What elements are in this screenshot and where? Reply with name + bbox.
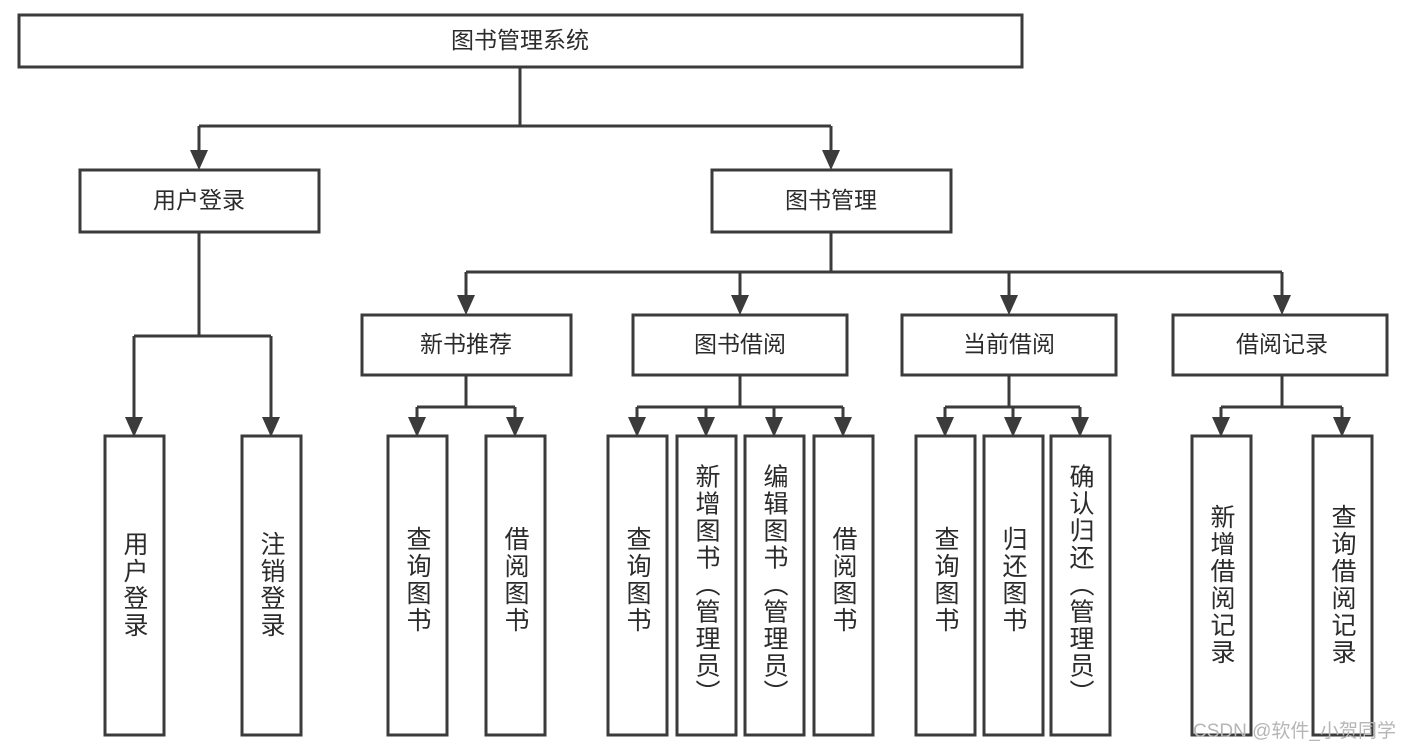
leaf-node-borrow-book-newbook[interactable]: 借阅图书 bbox=[484, 434, 547, 737]
node-root-system[interactable]: 图书管理系统 bbox=[17, 13, 1024, 69]
leaf-node-edit-book[interactable]: 编辑图书（管理员） bbox=[743, 434, 806, 737]
leaf-query-book-current-box bbox=[914, 434, 977, 737]
leaf-query-book-borrow-label: 查询图书 bbox=[623, 526, 652, 634]
leaf-confirm-return-box bbox=[1049, 434, 1112, 737]
node-borrow-record-box bbox=[1171, 313, 1389, 377]
leaf-query-book-newbook-label: 查询图书 bbox=[403, 526, 432, 634]
leaf-edit-book-label: 编辑图书（管理员） bbox=[760, 464, 789, 707]
node-current-borrow-box bbox=[900, 313, 1118, 377]
arrow-to-book-borrow bbox=[731, 295, 749, 315]
connectors-layer bbox=[125, 67, 1351, 437]
node-book-borrow-label: 图书借阅 bbox=[694, 331, 786, 357]
leaf-add-book-box bbox=[675, 434, 738, 737]
leaf-borrow-book-borrow-label: 借阅图书 bbox=[829, 526, 858, 634]
leaf-query-record-box bbox=[1311, 434, 1374, 737]
arrow-to-leaf-query-book-1 bbox=[408, 417, 426, 437]
node-book-management-box bbox=[710, 168, 953, 234]
node-borrow-record-label: 借阅记录 bbox=[1236, 331, 1328, 357]
arrow-to-leaf-add-book bbox=[697, 417, 715, 437]
leaf-query-book-current-label: 查询图书 bbox=[931, 526, 960, 634]
arrow-to-leaf-add-record bbox=[1212, 417, 1230, 437]
node-book-borrow-box bbox=[631, 313, 849, 377]
arrow-to-leaf-query-book-2 bbox=[628, 417, 646, 437]
arrow-to-leaf-logout bbox=[262, 417, 280, 437]
node-book-borrow[interactable]: 图书借阅 bbox=[631, 313, 849, 377]
node-new-book-recommend[interactable]: 新书推荐 bbox=[360, 313, 573, 377]
leaf-user-login-label: 用户登录 bbox=[120, 531, 149, 639]
node-current-borrow-label: 当前借阅 bbox=[963, 331, 1055, 357]
leaf-node-return-book[interactable]: 归还图书 bbox=[982, 434, 1045, 737]
node-borrow-record[interactable]: 借阅记录 bbox=[1171, 313, 1389, 377]
node-root-box bbox=[17, 13, 1024, 69]
leaf-confirm-return-label: 确认归还（管理员） bbox=[1066, 464, 1095, 707]
arrow-to-borrow-record bbox=[1273, 295, 1291, 315]
arrow-to-leaf-edit-book bbox=[765, 417, 783, 437]
csdn-watermark: CSDN @软件_小贺同学 bbox=[1193, 720, 1396, 742]
leaf-logout-label: 注销登录 bbox=[257, 531, 286, 639]
leaf-node-confirm-return[interactable]: 确认归还（管理员） bbox=[1049, 434, 1112, 737]
arrow-to-user-login bbox=[190, 150, 208, 170]
arrow-to-book-mgmt bbox=[822, 150, 840, 170]
leaf-query-record-label: 查询借阅记录 bbox=[1328, 504, 1357, 666]
leaf-return-book-box bbox=[982, 434, 1045, 737]
leaf-node-user-login[interactable]: 用户登录 bbox=[103, 434, 166, 737]
arrow-to-current-borrow bbox=[1000, 295, 1018, 315]
leaf-node-logout[interactable]: 注销登录 bbox=[240, 434, 303, 737]
arrow-to-leaf-confirm-return bbox=[1071, 417, 1089, 437]
leaf-query-book-borrow-box bbox=[606, 434, 669, 737]
arrow-to-leaf-borrow-book-2 bbox=[834, 417, 852, 437]
arrow-to-leaf-user-login bbox=[125, 417, 143, 437]
leaf-node-query-book-newbook[interactable]: 查询图书 bbox=[386, 434, 449, 737]
node-user-login[interactable]: 用户登录 bbox=[78, 168, 321, 234]
node-root-label: 图书管理系统 bbox=[451, 27, 589, 53]
leaf-node-query-record[interactable]: 查询借阅记录 bbox=[1311, 434, 1374, 737]
leaf-node-add-record[interactable]: 新增借阅记录 bbox=[1190, 434, 1253, 737]
node-new-book-recommend-box bbox=[360, 313, 573, 377]
node-book-management[interactable]: 图书管理 bbox=[710, 168, 953, 234]
node-current-borrow[interactable]: 当前借阅 bbox=[900, 313, 1118, 377]
leaf-add-book-label: 新增图书（管理员） bbox=[692, 464, 721, 707]
leaf-return-book-label: 归还图书 bbox=[999, 526, 1028, 634]
leaf-node-query-book-current[interactable]: 查询图书 bbox=[914, 434, 977, 737]
leaf-query-book-newbook-box bbox=[386, 434, 449, 737]
node-user-login-box bbox=[78, 168, 321, 234]
node-user-login-label: 用户登录 bbox=[153, 187, 245, 213]
leaf-node-query-book-borrow[interactable]: 查询图书 bbox=[606, 434, 669, 737]
leaf-logout-box bbox=[240, 434, 303, 737]
node-new-book-recommend-label: 新书推荐 bbox=[420, 331, 512, 357]
arrow-to-leaf-query-record bbox=[1333, 417, 1351, 437]
leaf-add-record-label: 新增借阅记录 bbox=[1207, 504, 1236, 666]
leaf-node-add-book[interactable]: 新增图书（管理员） bbox=[675, 434, 738, 737]
arrow-to-leaf-borrow-book-1 bbox=[506, 417, 524, 437]
arrow-to-leaf-query-book-3 bbox=[936, 417, 954, 437]
arrow-to-leaf-return-book bbox=[1004, 417, 1022, 437]
leaf-borrow-book-newbook-label: 借阅图书 bbox=[501, 526, 530, 634]
leaf-user-login-box bbox=[103, 434, 166, 737]
arrow-to-new-book-rec bbox=[457, 295, 475, 315]
node-book-management-label: 图书管理 bbox=[785, 187, 877, 213]
leaf-borrow-book-borrow-box bbox=[812, 434, 875, 737]
leaf-borrow-book-newbook-box bbox=[484, 434, 547, 737]
leaf-node-borrow-book-borrow[interactable]: 借阅图书 bbox=[812, 434, 875, 737]
leaf-edit-book-box bbox=[743, 434, 806, 737]
leaf-add-record-box bbox=[1190, 434, 1253, 737]
